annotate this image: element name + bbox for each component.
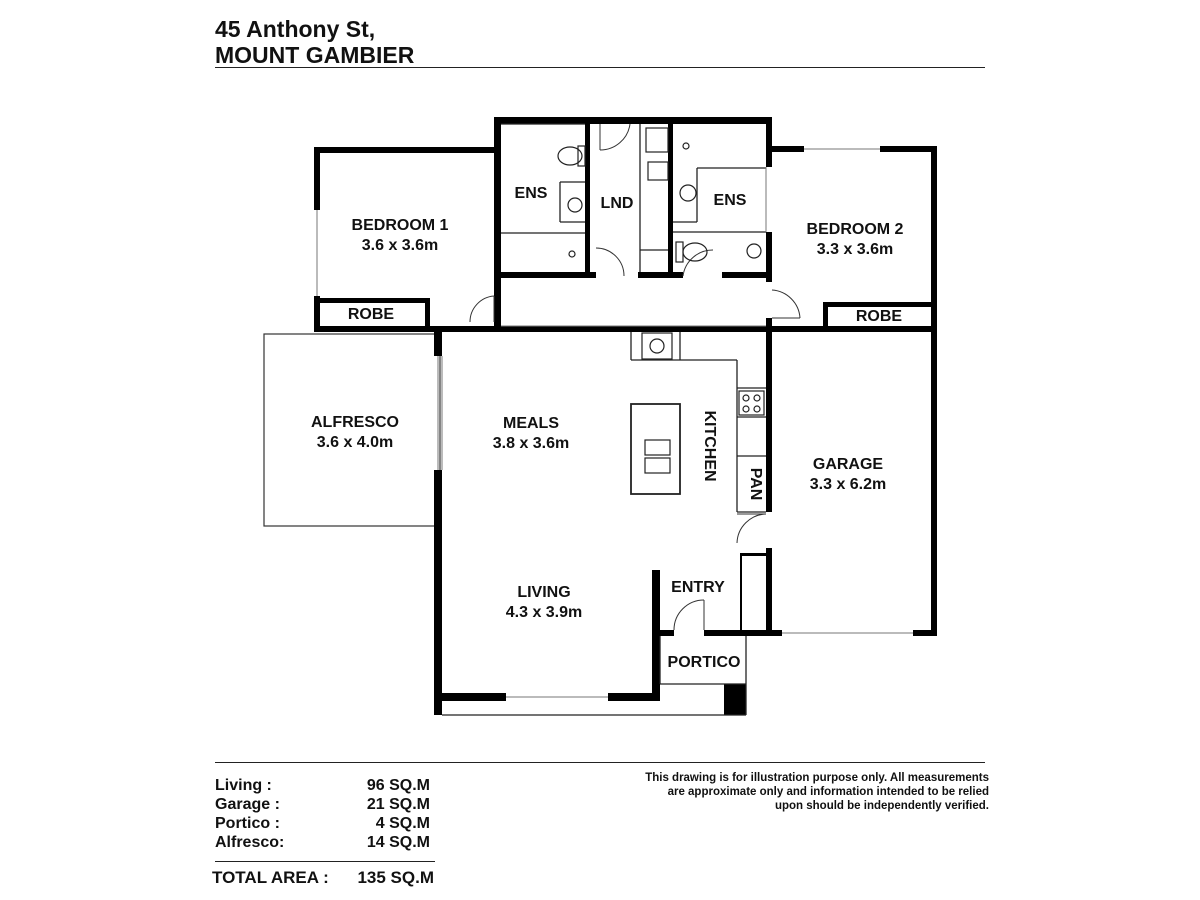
alfresco-name: ALFRESCO xyxy=(311,414,399,431)
living-size: 4.3 x 3.9m xyxy=(506,604,583,621)
disclaimer-line: This drawing is for illustration purpose… xyxy=(645,772,989,784)
alfresco-size: 3.6 x 4.0m xyxy=(317,434,394,451)
disclaimer: This drawing is for illustration purpose… xyxy=(600,771,989,813)
header-divider xyxy=(215,67,985,68)
bedroom2-size: 3.3 x 3.6m xyxy=(817,241,894,258)
pan-label: PAN xyxy=(747,468,764,501)
address-line-1: 45 Anthony St, xyxy=(215,16,376,42)
total-area: TOTAL AREA : 135 SQ.M xyxy=(212,868,434,888)
bedroom1-name: BEDROOM 1 xyxy=(352,217,449,234)
lnd-label: LND xyxy=(601,195,634,212)
ens2-label: ENS xyxy=(714,192,747,209)
area-value: 4 SQ.M xyxy=(375,815,430,832)
area-row-alfresco: Alfresco: 14 SQ.M xyxy=(215,833,430,852)
floor-plan: BEDROOM 1 3.6 x 3.6m ENS LND ENS BEDROOM… xyxy=(263,117,937,716)
openings xyxy=(316,148,913,698)
robe1-label: ROBE xyxy=(348,306,395,323)
total-value: 135 SQ.M xyxy=(357,868,434,887)
bedroom2-name: BEDROOM 2 xyxy=(807,221,904,238)
area-label: Garage : xyxy=(215,796,280,813)
meals-size: 3.8 x 3.6m xyxy=(493,435,570,452)
alfresco-outline xyxy=(263,333,441,527)
disclaimer-line: are approximate only and information int… xyxy=(667,786,989,798)
disclaimer-line: upon should be independently verified. xyxy=(774,800,989,812)
door-swings xyxy=(469,123,801,631)
area-label: Portico : xyxy=(215,815,280,832)
area-value: 14 SQ.M xyxy=(366,834,430,851)
garage-size: 3.3 x 6.2m xyxy=(810,476,887,493)
kitchen-label: KITCHEN xyxy=(701,410,718,481)
total-label: TOTAL AREA : xyxy=(212,868,329,887)
area-label: Living : xyxy=(215,777,272,794)
area-row-garage: Garage : 21 SQ.M xyxy=(215,795,430,814)
area-row-portico: Portico : 4 SQ.M xyxy=(215,814,430,833)
portico-label: PORTICO xyxy=(668,654,741,671)
interior-lines xyxy=(442,123,766,716)
total-divider xyxy=(215,861,435,862)
area-value: 96 SQ.M xyxy=(366,777,430,794)
fixtures xyxy=(557,127,765,495)
robe2-label: ROBE xyxy=(856,308,903,325)
footer-divider xyxy=(215,762,985,763)
area-row-living: Living : 96 SQ.M xyxy=(215,776,430,795)
room-labels: BEDROOM 1 3.6 x 3.6m ENS LND ENS BEDROOM… xyxy=(311,185,904,671)
walls xyxy=(314,117,937,715)
area-label: Alfresco: xyxy=(215,834,285,851)
ens1-label: ENS xyxy=(515,185,548,202)
garage-name: GARAGE xyxy=(813,456,884,473)
area-value: 21 SQ.M xyxy=(366,796,430,813)
entry-label: ENTRY xyxy=(671,579,725,596)
living-name: LIVING xyxy=(517,584,570,601)
address-line-2: MOUNT GAMBIER xyxy=(215,42,415,68)
meals-name: MEALS xyxy=(503,415,559,432)
bedroom1-size: 3.6 x 3.6m xyxy=(362,237,439,254)
